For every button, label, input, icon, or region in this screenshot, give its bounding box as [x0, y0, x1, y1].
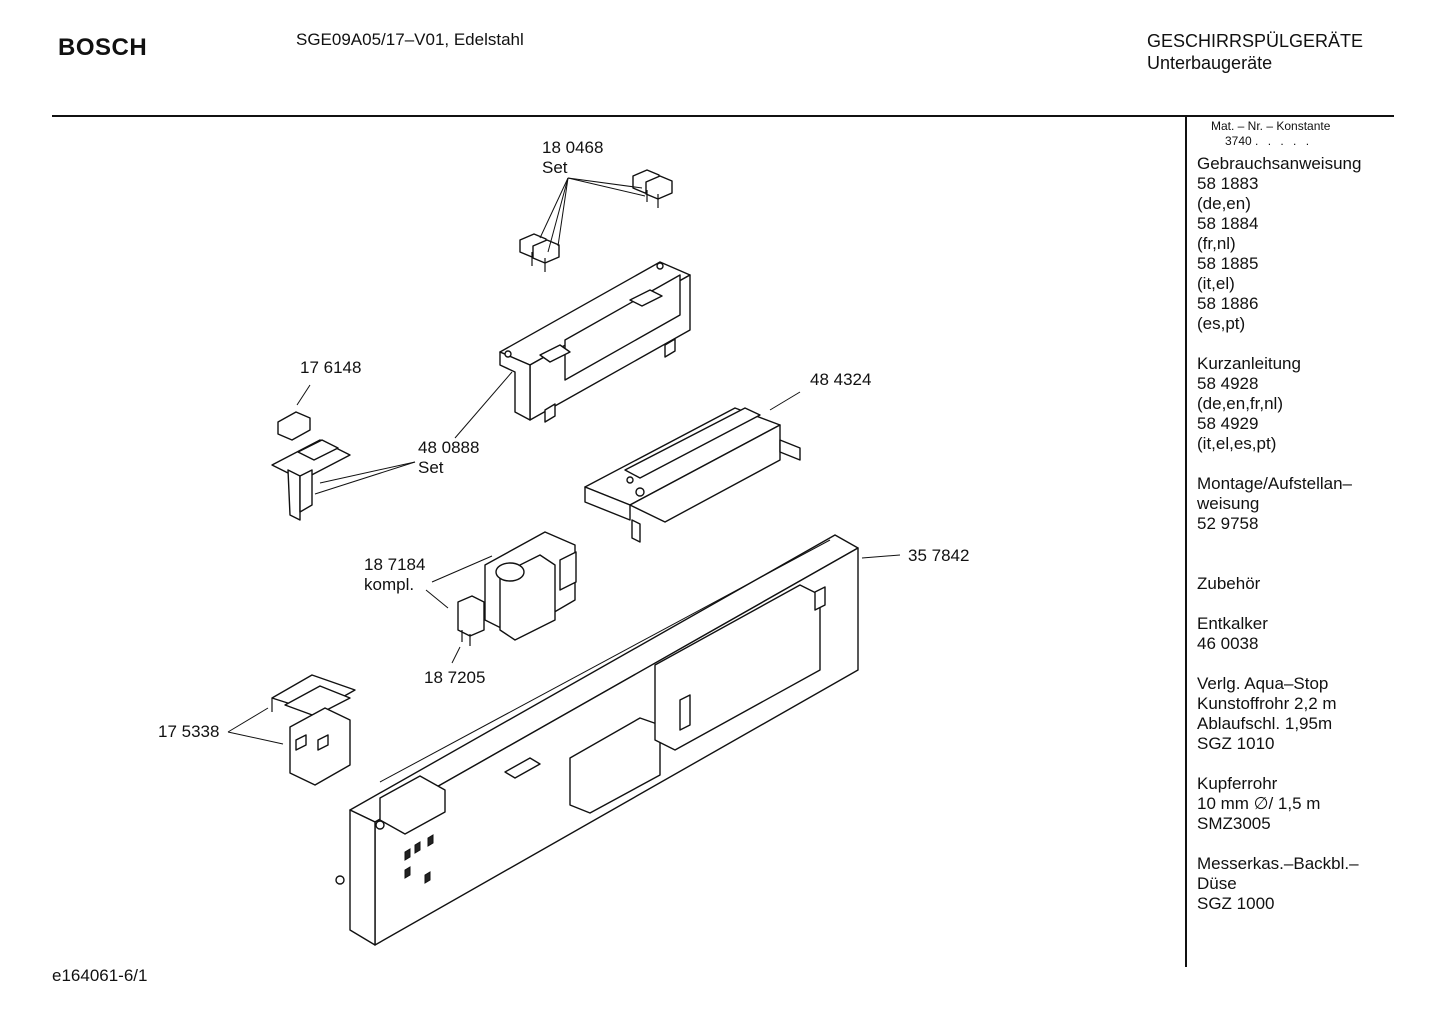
callout-187205: 18 7205	[424, 668, 486, 687]
section-aqua-stop: Verlg. Aqua–Stop Kunstoffrohr 2,2 m Abla…	[1197, 674, 1337, 753]
part-switch-assembly	[484, 531, 577, 641]
callout-175338: 17 5338	[158, 722, 220, 741]
part-control-panel	[335, 534, 859, 946]
callout-187184: 18 7184 kompl.	[364, 555, 426, 594]
document-id: e164061-6/1	[52, 966, 148, 985]
exploded-view-drawing	[227, 169, 901, 946]
section-copper-pipe: Kupferrohr 10 mm ∅/ 1,5 m SMZ3005	[1197, 774, 1321, 833]
part-control-module-housing	[499, 261, 691, 423]
section-manual: Gebrauchsanweisung 58 1883 (de,en) 58 18…	[1197, 154, 1362, 333]
mat-number: 3740	[1225, 134, 1252, 148]
part-electronic-module	[584, 407, 801, 543]
callout-480888: 48 0888 Set	[418, 438, 480, 477]
category-line2: Unterbaugeräte	[1147, 53, 1273, 73]
brand-logo: BOSCH	[58, 34, 148, 61]
section-quick-guide: Kurzanleitung 58 4928 (de,en,fr,nl) 58 4…	[1197, 354, 1301, 453]
section-installation: Montage/Aufstellan– weisung 52 9758	[1197, 474, 1352, 533]
callout-484324: 48 4324	[810, 370, 872, 389]
callout-180468: 18 0468 Set	[542, 138, 604, 177]
part-relay	[271, 674, 356, 786]
section-nozzle: Messerkas.–Backbl.– Düse SGZ 1000	[1197, 854, 1359, 913]
mat-dots: . . . . .	[1255, 134, 1313, 148]
section-descaler: Entkalker 46 0038	[1197, 614, 1268, 653]
mat-number-label: Mat. – Nr. – Konstante	[1211, 119, 1331, 133]
category-line1: GESCHIRRSPÜLGERÄTE	[1147, 31, 1364, 51]
category-heading: GESCHIRRSPÜLGERÄTE Unterbaugeräte	[1147, 30, 1363, 74]
part-bracket-cap	[271, 411, 351, 521]
callout-357842: 35 7842	[908, 546, 970, 565]
mat-number-value: 3740 . . . . .	[1197, 134, 1392, 148]
callout-176148: 17 6148	[300, 358, 362, 377]
sidebar-parts-info: Mat. – Nr. – Konstante 3740 . . . . . Ge…	[1197, 119, 1392, 934]
section-accessories: Zubehör	[1197, 574, 1261, 593]
part-micro-switch	[457, 595, 485, 646]
model-title: SGE09A05/17–V01, Edelstahl	[296, 30, 524, 49]
header-divider	[52, 115, 1394, 117]
sidebar-divider	[1185, 117, 1187, 967]
part-clip-set	[519, 169, 673, 272]
